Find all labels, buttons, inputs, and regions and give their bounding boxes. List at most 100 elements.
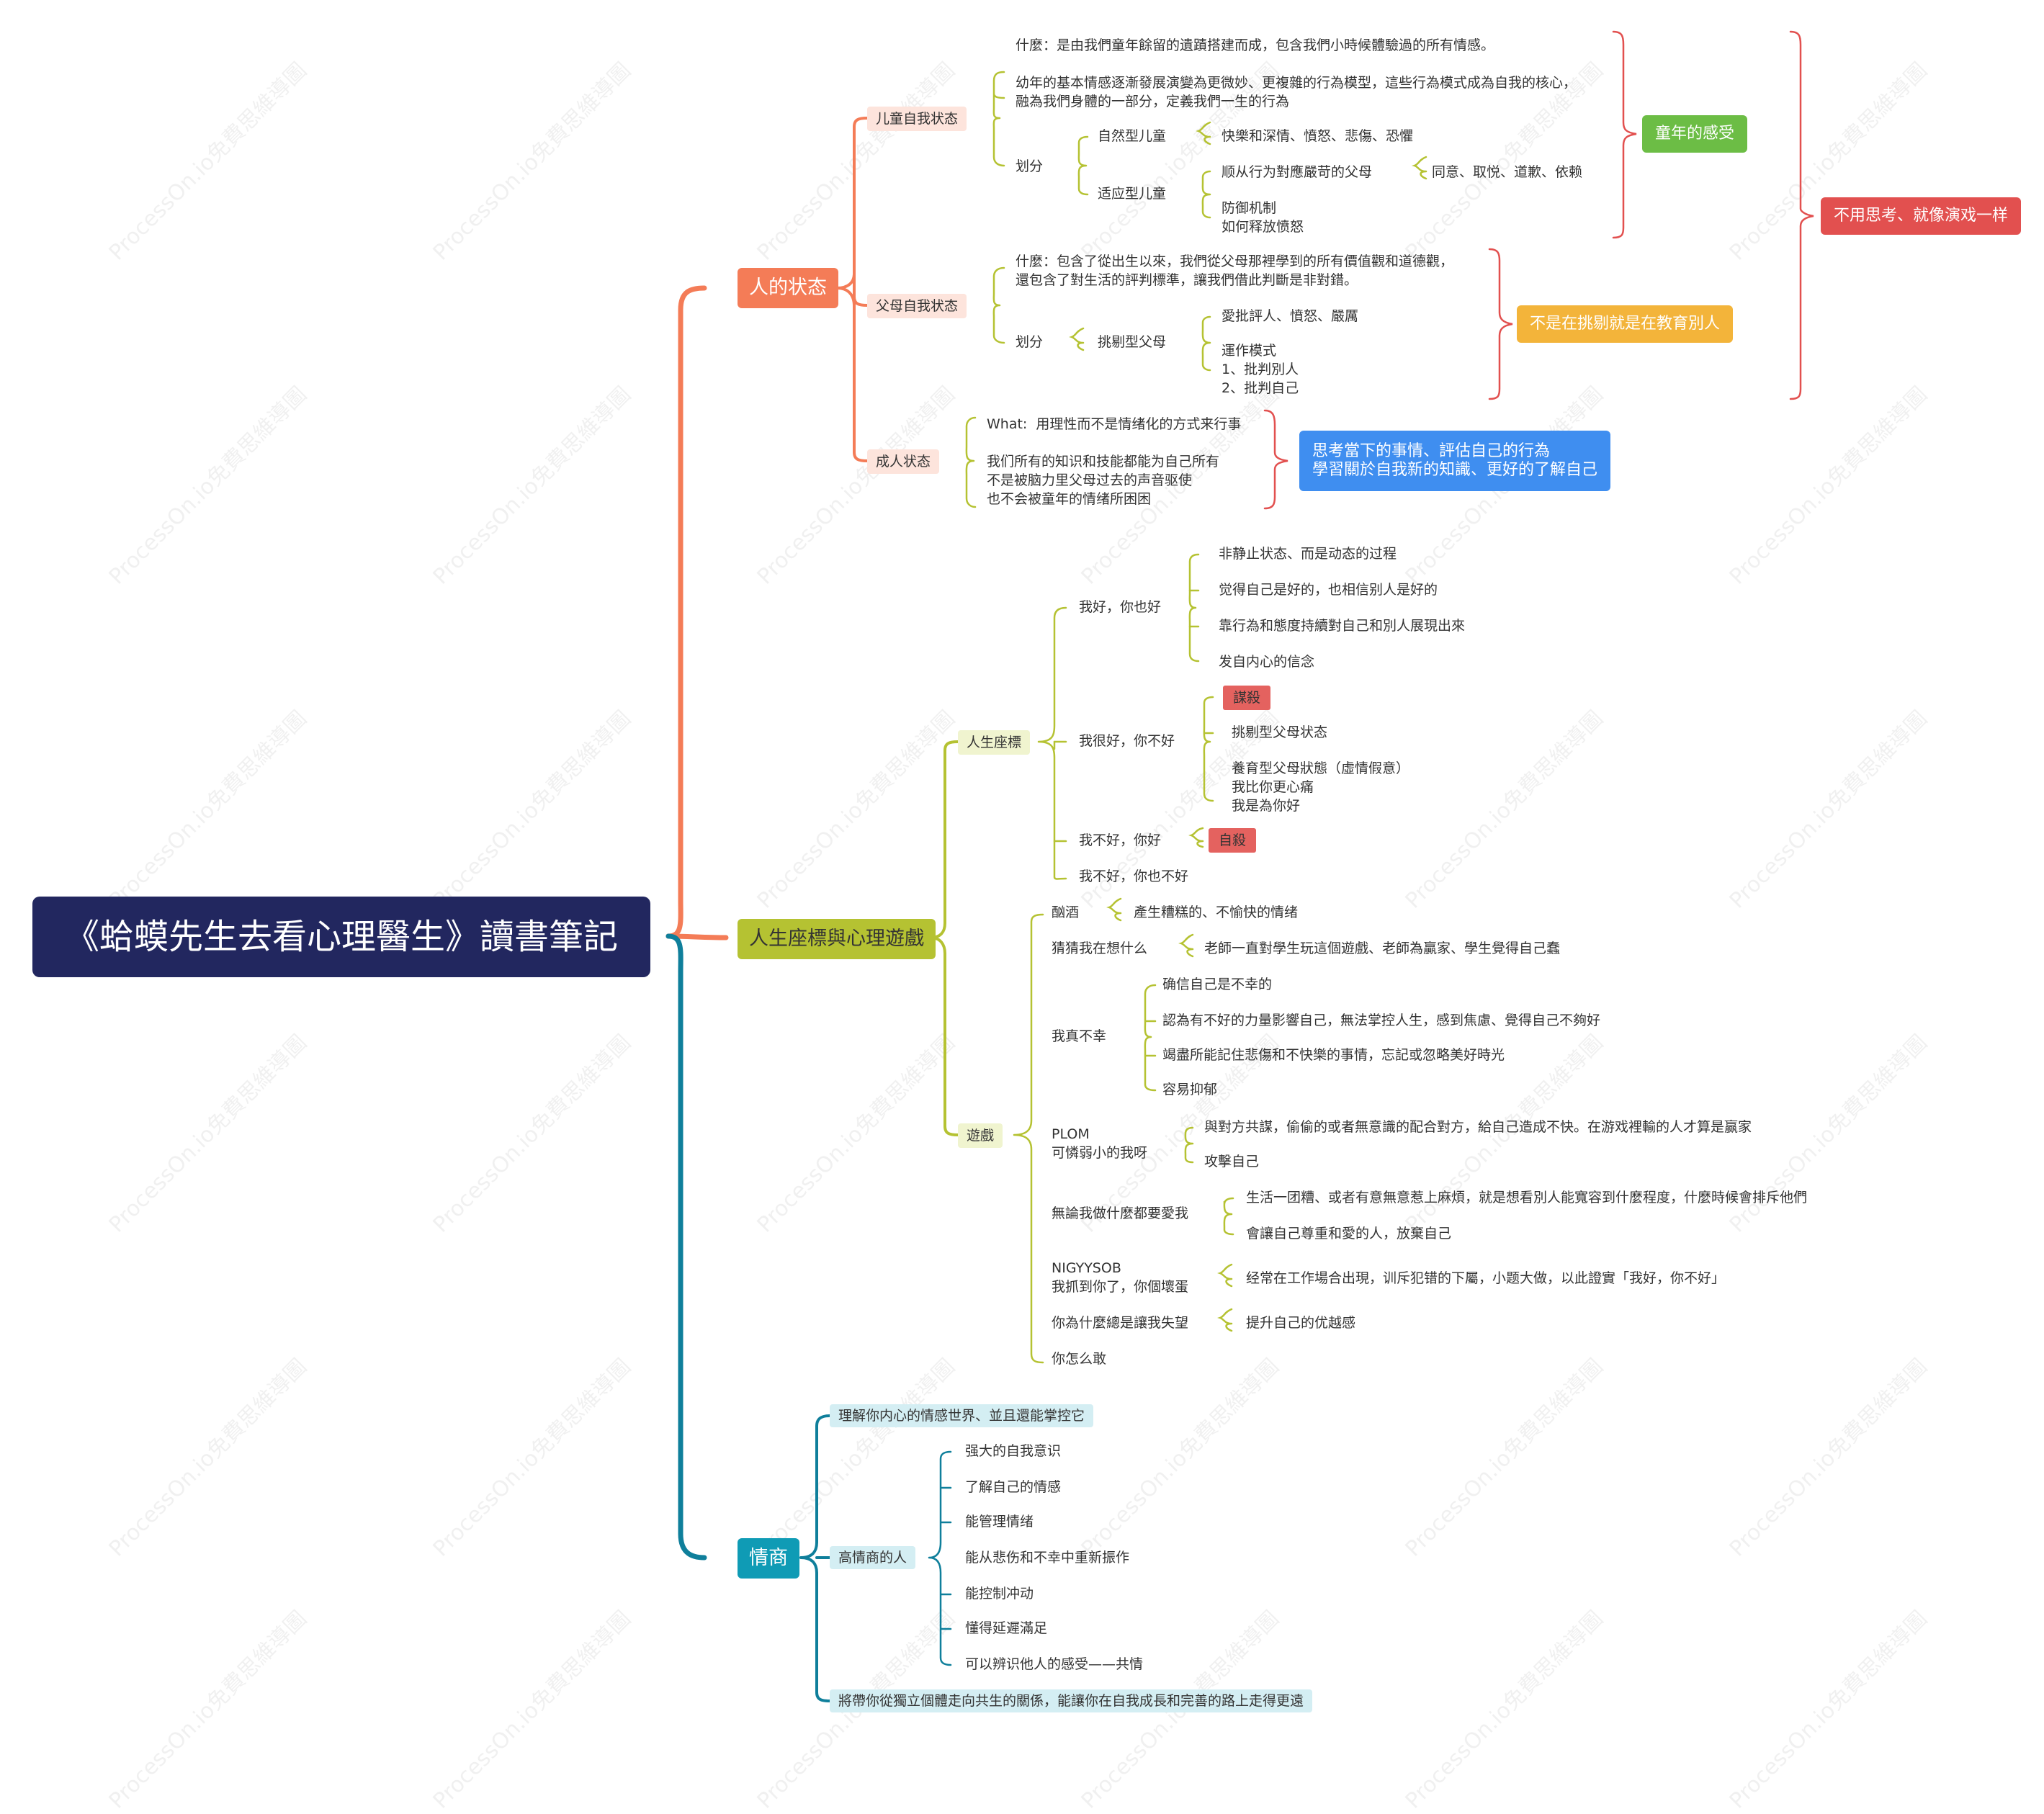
adaptive-child-label: 适应型儿童 [1098, 186, 1167, 202]
b1-parent-brace [992, 266, 1005, 344]
tag-suicide: 自殺 [1209, 828, 1257, 853]
summary-adult-thinking[interactable]: 思考當下的事情、評估自己的行為 學習關於自我新的知識、更好的了解自己 [1299, 431, 1611, 491]
game-unlucky-item-3: 竭盡所能記住悲傷和不快樂的事情，忘記或忽略美好時光 [1162, 1047, 1505, 1063]
b2-coords-brace [1037, 606, 1067, 880]
high-eq-item-3: 能管理情绪 [965, 1514, 1034, 1530]
branch-life-position-games[interactable]: 人生座標與心理遊戲 [738, 919, 936, 959]
connector-lines [665, 30, 1814, 1702]
b1-adult-brace [965, 416, 977, 508]
b2-coords-mid-ticks [1053, 740, 1067, 843]
root-title[interactable]: 《蛤蟆先生去看心理醫生》讀書筆記 [32, 897, 650, 977]
b2-g2-brace [1178, 933, 1194, 958]
b2-g6-brace [1217, 1263, 1233, 1288]
node-games[interactable]: 遊戲 [958, 1123, 1003, 1148]
coord-ok-notok: 我很好，你不好 [1079, 733, 1175, 749]
game-love-me: 無論我做什麼都要愛我 [1052, 1205, 1189, 1221]
game-plom-item-2: 攻擊自己 [1204, 1154, 1260, 1169]
high-eq-item-2: 了解自己的情感 [965, 1479, 1062, 1495]
node-high-eq-person[interactable]: 高情商的人 [830, 1546, 916, 1569]
adaptive-item-obey: 顺从行为對應嚴苛的父母 [1222, 164, 1373, 180]
game-guess-what-item: 老師一直對學生玩這個遊戲、老師為贏家、學生覺得自己蠢 [1204, 940, 1561, 956]
tag-murder: 謀殺 [1223, 686, 1271, 710]
coord-ok-ok-item-3: 靠行為和態度持續對自己和別人展現出來 [1219, 618, 1466, 634]
b2-oknotok-brace [1203, 696, 1214, 802]
game-unlucky-item-2: 認為有不好的力量影響自己，無法掌控人生，感到焦慮、覺得自己不夠好 [1162, 1012, 1601, 1028]
summary-childhood-brace [1612, 30, 1637, 239]
game-plom-item-1: 與對方共謀，偷偷的或者無意識的配合對方，給自己造成不快。在游戏裡輸的人才算是赢家 [1204, 1119, 1752, 1135]
b1-child-divide-brace [1077, 135, 1089, 196]
game-guess-what: 猜猜我在想什么 [1052, 940, 1148, 956]
high-eq-item-5: 能控制冲动 [965, 1586, 1034, 1602]
game-nigyysob: NIGYYSOB 我抓到你了，你個壞蛋 [1052, 1260, 1189, 1295]
adult-desc-text: 我们所有的知识和技能都能为自己所有 不是被脑力里父母过去的声音驱使 也不会被童年… [987, 454, 1220, 507]
b2-okok-mid-ticks [1188, 589, 1200, 628]
b1-child-brace [992, 71, 1005, 167]
node-adult-state[interactable]: 成人状态 [867, 449, 940, 474]
summary-childhood-feeling[interactable]: 童年的感受 [1642, 115, 1748, 153]
high-eq-item-6: 懂得延遲滿足 [965, 1620, 1048, 1636]
child-desc-text: 幼年的基本情感逐漸發展演變為更微妙、更複雜的行為模型，這些行為模式成為自我的核心… [1016, 75, 1577, 109]
branch-person-state[interactable]: 人的状态 [738, 268, 838, 308]
game-disappoint-item: 提升自己的优越感 [1246, 1315, 1356, 1331]
coord-ok-ok-item-4: 发自内心的信念 [1219, 654, 1315, 670]
b2-okok-brace [1188, 553, 1200, 663]
game-unlucky-item-1: 确信自己是不幸的 [1162, 976, 1273, 992]
child-what-text: 什麼：是由我們童年餘留的遺蹟搭建而成，包含我們小時候體驗過的所有情感。 [1016, 37, 1495, 53]
summary-critic-brace [1488, 248, 1513, 400]
summary-acting[interactable]: 不用思考、就像演戏一样 [1821, 197, 2022, 235]
critical-parent-label: 挑剔型父母 [1098, 334, 1167, 350]
root-branch-teal [665, 933, 707, 1561]
b1-critical-brace [1201, 315, 1211, 372]
game-drinking: 酗酒 [1052, 904, 1080, 920]
b2-g7-brace [1217, 1308, 1233, 1332]
b2-g5-brace [1223, 1197, 1234, 1236]
adult-what-text: What: 用理性而不是情绪化的方式来行事 [987, 416, 1242, 432]
game-love-me-item-1: 生活一团糟、或者有意無意惹上麻煩，就是想看別人能寬容到什麼程度，什麼時候會排斥他… [1246, 1190, 1808, 1205]
b3-high-brace [928, 1450, 952, 1666]
coord-ok-ok: 我好，你也好 [1079, 599, 1162, 615]
critical-parent-item1: 愛批評人、憤怒、嚴厲 [1222, 308, 1359, 324]
game-drinking-item: 產生糟糕的、不愉快的情绪 [1134, 904, 1299, 920]
adaptive-item-obey-detail: 同意、取悦、道歉、依赖 [1432, 164, 1583, 180]
game-how-dare-you: 你怎么敢 [1052, 1351, 1107, 1367]
b1-natural-brace [1196, 121, 1211, 145]
root-branch-orange [665, 285, 707, 939]
b2-g3-brace [1144, 984, 1157, 1092]
eq-symbiotic-relationship[interactable]: 將帶你從獨立個體走向共生的關係，能讓你在自我成長和完善的路上走得更遠 [830, 1689, 1313, 1712]
node-child-ego-state[interactable]: 儿童自我状态 [867, 107, 967, 131]
game-nigyysob-item: 经常在工作場合出現，训斥犯错的下屬，小题大做，以此證實「我好，你不好」 [1246, 1270, 1726, 1286]
coord-ok-notok-item-2: 養育型父母狀態（虛情假意） 我比你更心痛 我是為你好 [1232, 760, 1410, 814]
high-eq-item-1: 强大的自我意识 [965, 1443, 1062, 1459]
b2-g1-brace [1106, 897, 1122, 922]
node-parent-ego-state[interactable]: 父母自我状态 [867, 294, 967, 318]
natural-child-items: 快樂和深情、憤怒、悲傷、恐懼 [1222, 128, 1414, 144]
b2-games-brace [1013, 913, 1044, 1364]
b1-adaptive-brace [1201, 170, 1211, 219]
game-love-me-item-2: 會讓自己尊重和愛的人，放棄自己 [1246, 1226, 1452, 1241]
summary-acting-brace [1789, 30, 1814, 400]
adaptive-item-defense: 防御机制 如何释放愤怒 [1222, 200, 1304, 235]
parent-what-text: 什麼：包含了從出生以來，我們從父母那裡學到的所有價值觀和道德觀， 還包含了對生活… [1016, 253, 1454, 288]
game-unlucky-item-4: 容易抑郁 [1162, 1082, 1218, 1097]
parent-divide-label: 划分 [1016, 334, 1044, 350]
high-eq-item-4: 能从悲伤和不幸中重新振作 [965, 1550, 1130, 1566]
coord-ok-ok-item-2: 觉得自己是好的，也相信别人是好的 [1219, 582, 1438, 598]
high-eq-item-7: 可以辨识他人的感受——共情 [965, 1656, 1144, 1672]
b1-spine [835, 117, 869, 462]
b2-g4-brace [1184, 1126, 1194, 1164]
coord-notok-notok: 我不好，你也不好 [1079, 868, 1189, 884]
summary-critic-or-teach[interactable]: 不是在挑剔就是在教育別人 [1517, 305, 1734, 343]
eq-understand-emotions[interactable]: 理解你内心的情感世界、並且還能掌控它 [830, 1404, 1094, 1427]
node-life-coordinates[interactable]: 人生座標 [958, 730, 1031, 755]
b1-parent-divide-brace [1069, 327, 1085, 351]
branch-emotional-intelligence[interactable]: 情商 [738, 1538, 799, 1579]
b2-spine [929, 740, 959, 1136]
coord-notok-ok: 我不好，你好 [1079, 832, 1162, 848]
coord-ok-notok-item-1: 挑剔型父母状态 [1232, 724, 1328, 740]
b1-adaptive-detail-brace [1412, 156, 1427, 180]
b2-notokok-brace [1188, 827, 1204, 848]
game-unlucky: 我真不幸 [1052, 1028, 1107, 1044]
coord-ok-ok-item-1: 非静止状态、而是动态的过程 [1219, 546, 1397, 562]
summary-adult-brace [1263, 409, 1288, 510]
